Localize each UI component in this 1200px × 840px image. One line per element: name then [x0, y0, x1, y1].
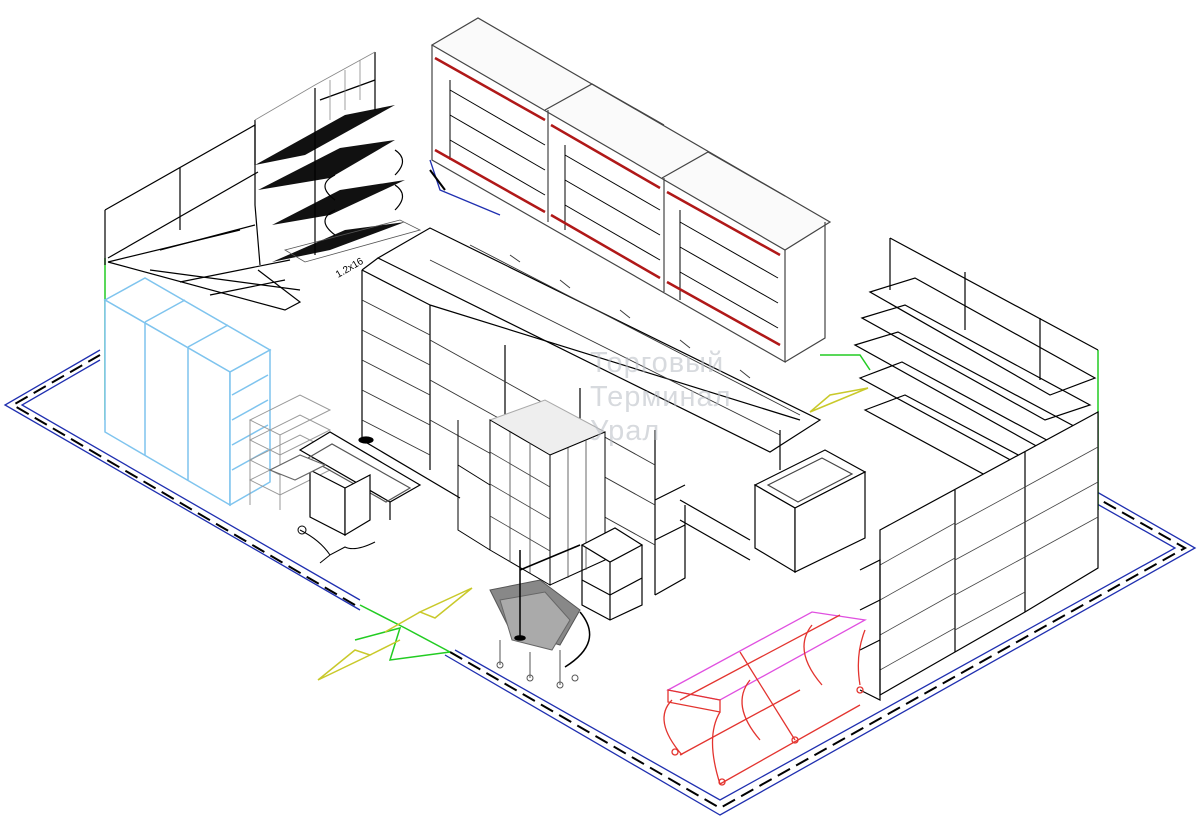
company-watermark: Торговый Терминал Урал	[590, 346, 732, 448]
floor-strip	[283, 219, 422, 263]
watermark-line-2: Терминал	[590, 381, 732, 413]
wall-edge	[429, 169, 446, 191]
wall-shelving-left	[104, 123, 302, 311]
entrance-arrows	[317, 387, 869, 681]
refrigerated-showcase	[430, 17, 832, 364]
black-wire-rack	[254, 51, 405, 262]
wall-shelving-right	[853, 237, 1099, 701]
chest-freezer	[753, 449, 867, 574]
luggage-lockers	[457, 399, 607, 586]
cart-stack	[489, 544, 591, 689]
watermark-line-3: Урал	[590, 415, 661, 447]
checkout-counter	[268, 431, 422, 537]
entrance-door	[354, 604, 451, 661]
perimeter-wall-dashes	[11, 354, 1188, 810]
freezer-cabinets	[103, 277, 272, 507]
perimeter-wall	[3, 159, 1197, 816]
produce-bins	[663, 611, 867, 786]
small-stand	[580, 527, 644, 621]
person-figure	[297, 525, 376, 564]
watermark-line-1: Торговый	[590, 347, 725, 379]
dimension-label: 1.2х16	[334, 256, 366, 281]
